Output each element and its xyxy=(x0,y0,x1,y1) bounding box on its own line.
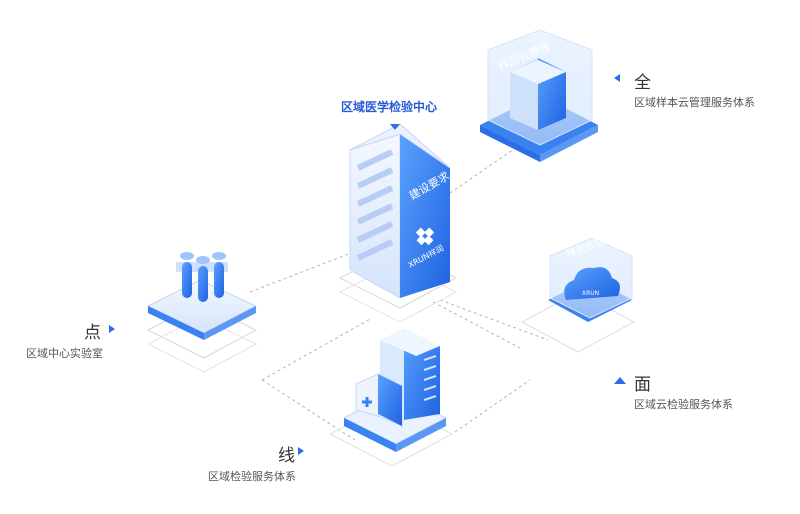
left-heading: 点 xyxy=(84,323,101,343)
mid-right-pointer-icon xyxy=(614,377,626,384)
top-right-heading: 全 xyxy=(634,73,651,93)
left-pointer-icon xyxy=(109,325,115,333)
top-right-description: 区域样本云管理服务体系 xyxy=(634,96,755,109)
cloud-logo-text: XRUN xyxy=(582,290,599,297)
central-server xyxy=(338,123,458,323)
mid-right-heading: 面 xyxy=(634,375,651,395)
mid-right-description: 区域云检验服务体系 xyxy=(634,398,733,411)
lab-test-tubes xyxy=(146,252,258,373)
top-right-pointer-icon xyxy=(614,74,620,82)
cloud-check-box xyxy=(520,237,636,353)
bottom-pointer-icon xyxy=(298,447,304,455)
left-description: 区域中心实验室 xyxy=(26,347,103,360)
bottom-heading: 线 xyxy=(278,446,295,466)
center-title: 区域医学检验中心 xyxy=(341,100,438,114)
hospital-building xyxy=(328,328,454,467)
bottom-description: 区域检验服务体系 xyxy=(208,470,296,483)
center-pointer-icon xyxy=(390,124,400,130)
cloud-management-box xyxy=(480,29,598,162)
